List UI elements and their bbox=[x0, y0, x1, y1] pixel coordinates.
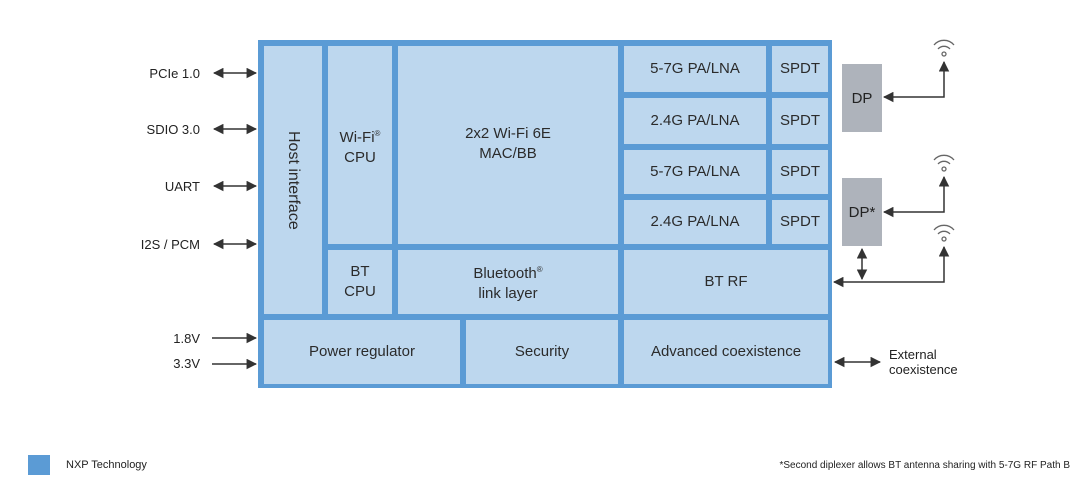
wifi-cpu-label: Wi-Fi bbox=[339, 129, 375, 146]
power-regulator-block: Power regulator bbox=[264, 320, 460, 384]
pa-lna-block: 2.4G PA/LNA bbox=[624, 200, 766, 244]
mac-bb-block: 2x2 Wi-Fi 6E MAC/BB bbox=[398, 46, 618, 244]
spdt-block: SPDT bbox=[772, 98, 828, 144]
bt-rf-block: BT RF bbox=[624, 250, 828, 314]
antenna-line-2 bbox=[882, 175, 950, 218]
legend-label: NXP Technology bbox=[66, 459, 147, 471]
spdt-block: SPDT bbox=[772, 46, 828, 92]
power-label-1v8: 1.8V bbox=[173, 331, 200, 346]
power-label-3v3: 3.3V bbox=[173, 356, 200, 371]
spdt-label: SPDT bbox=[779, 60, 820, 77]
interface-label-i2s: I2S / PCM bbox=[140, 237, 200, 252]
bt-link-label-2: link layer bbox=[478, 285, 538, 302]
antenna-line-1 bbox=[882, 60, 950, 103]
wifi-cpu-label-2: CPU bbox=[344, 149, 376, 166]
pa-lna-label: 2.4G PA/LNA bbox=[650, 213, 740, 230]
spdt-label: SPDT bbox=[779, 163, 820, 180]
coexistence-block: Advanced coexistence bbox=[624, 320, 828, 384]
diplexer-1: DP bbox=[842, 64, 882, 132]
legend-swatch bbox=[28, 455, 50, 475]
external-label: External bbox=[889, 347, 937, 362]
bt-cpu-block: BT CPU bbox=[328, 250, 392, 314]
footnote: *Second diplexer allows BT antenna shari… bbox=[779, 460, 1070, 471]
antenna-icon bbox=[933, 39, 955, 57]
spdt-label: SPDT bbox=[779, 213, 820, 230]
diplexer-label: DP* bbox=[848, 203, 876, 221]
antenna-line-3 bbox=[832, 245, 950, 288]
security-block: Security bbox=[466, 320, 618, 384]
coexistence-label-ext: coexistence bbox=[889, 362, 958, 377]
registered-mark: ® bbox=[374, 129, 381, 138]
host-interface-block: Host interface bbox=[264, 46, 322, 314]
interface-label-sdio: SDIO 3.0 bbox=[146, 122, 200, 137]
pa-lna-label: 2.4G PA/LNA bbox=[650, 112, 740, 129]
pa-lna-block: 5-7G PA/LNA bbox=[624, 150, 766, 194]
bt-link-layer-block: Bluetooth® link layer bbox=[398, 250, 618, 314]
spdt-label: SPDT bbox=[779, 112, 820, 129]
bt-link-label: Bluetooth bbox=[473, 265, 537, 282]
power-regulator-label: Power regulator bbox=[309, 343, 415, 360]
pa-lna-label: 5-7G PA/LNA bbox=[650, 163, 740, 180]
pa-lna-label: 5-7G PA/LNA bbox=[650, 60, 740, 77]
antenna-icon bbox=[933, 224, 955, 242]
interface-label-uart: UART bbox=[164, 179, 200, 194]
pa-lna-block: 5-7G PA/LNA bbox=[624, 46, 766, 92]
mac-bb-label-2: MAC/BB bbox=[479, 145, 537, 162]
bt-cpu-label: BT bbox=[350, 263, 370, 280]
coexistence-label: Advanced coexistence bbox=[650, 343, 802, 360]
bt-cpu-label-2: CPU bbox=[344, 283, 376, 300]
registered-mark: ® bbox=[536, 265, 543, 274]
bt-rf-label: BT RF bbox=[704, 273, 748, 290]
antenna-icon bbox=[933, 154, 955, 172]
host-interface-label: Host interface bbox=[285, 130, 302, 230]
interface-label-pcie: PCIe 1.0 bbox=[149, 66, 200, 81]
diplexer-2: DP* bbox=[842, 178, 882, 246]
pa-lna-block: 2.4G PA/LNA bbox=[624, 98, 766, 144]
spdt-block: SPDT bbox=[772, 150, 828, 194]
diplexer-label: DP bbox=[851, 89, 873, 107]
spdt-block: SPDT bbox=[772, 200, 828, 244]
mac-bb-label: 2x2 Wi-Fi 6E bbox=[465, 125, 551, 142]
security-label: Security bbox=[514, 343, 570, 360]
wifi-cpu-block: Wi-Fi® CPU bbox=[328, 46, 392, 244]
